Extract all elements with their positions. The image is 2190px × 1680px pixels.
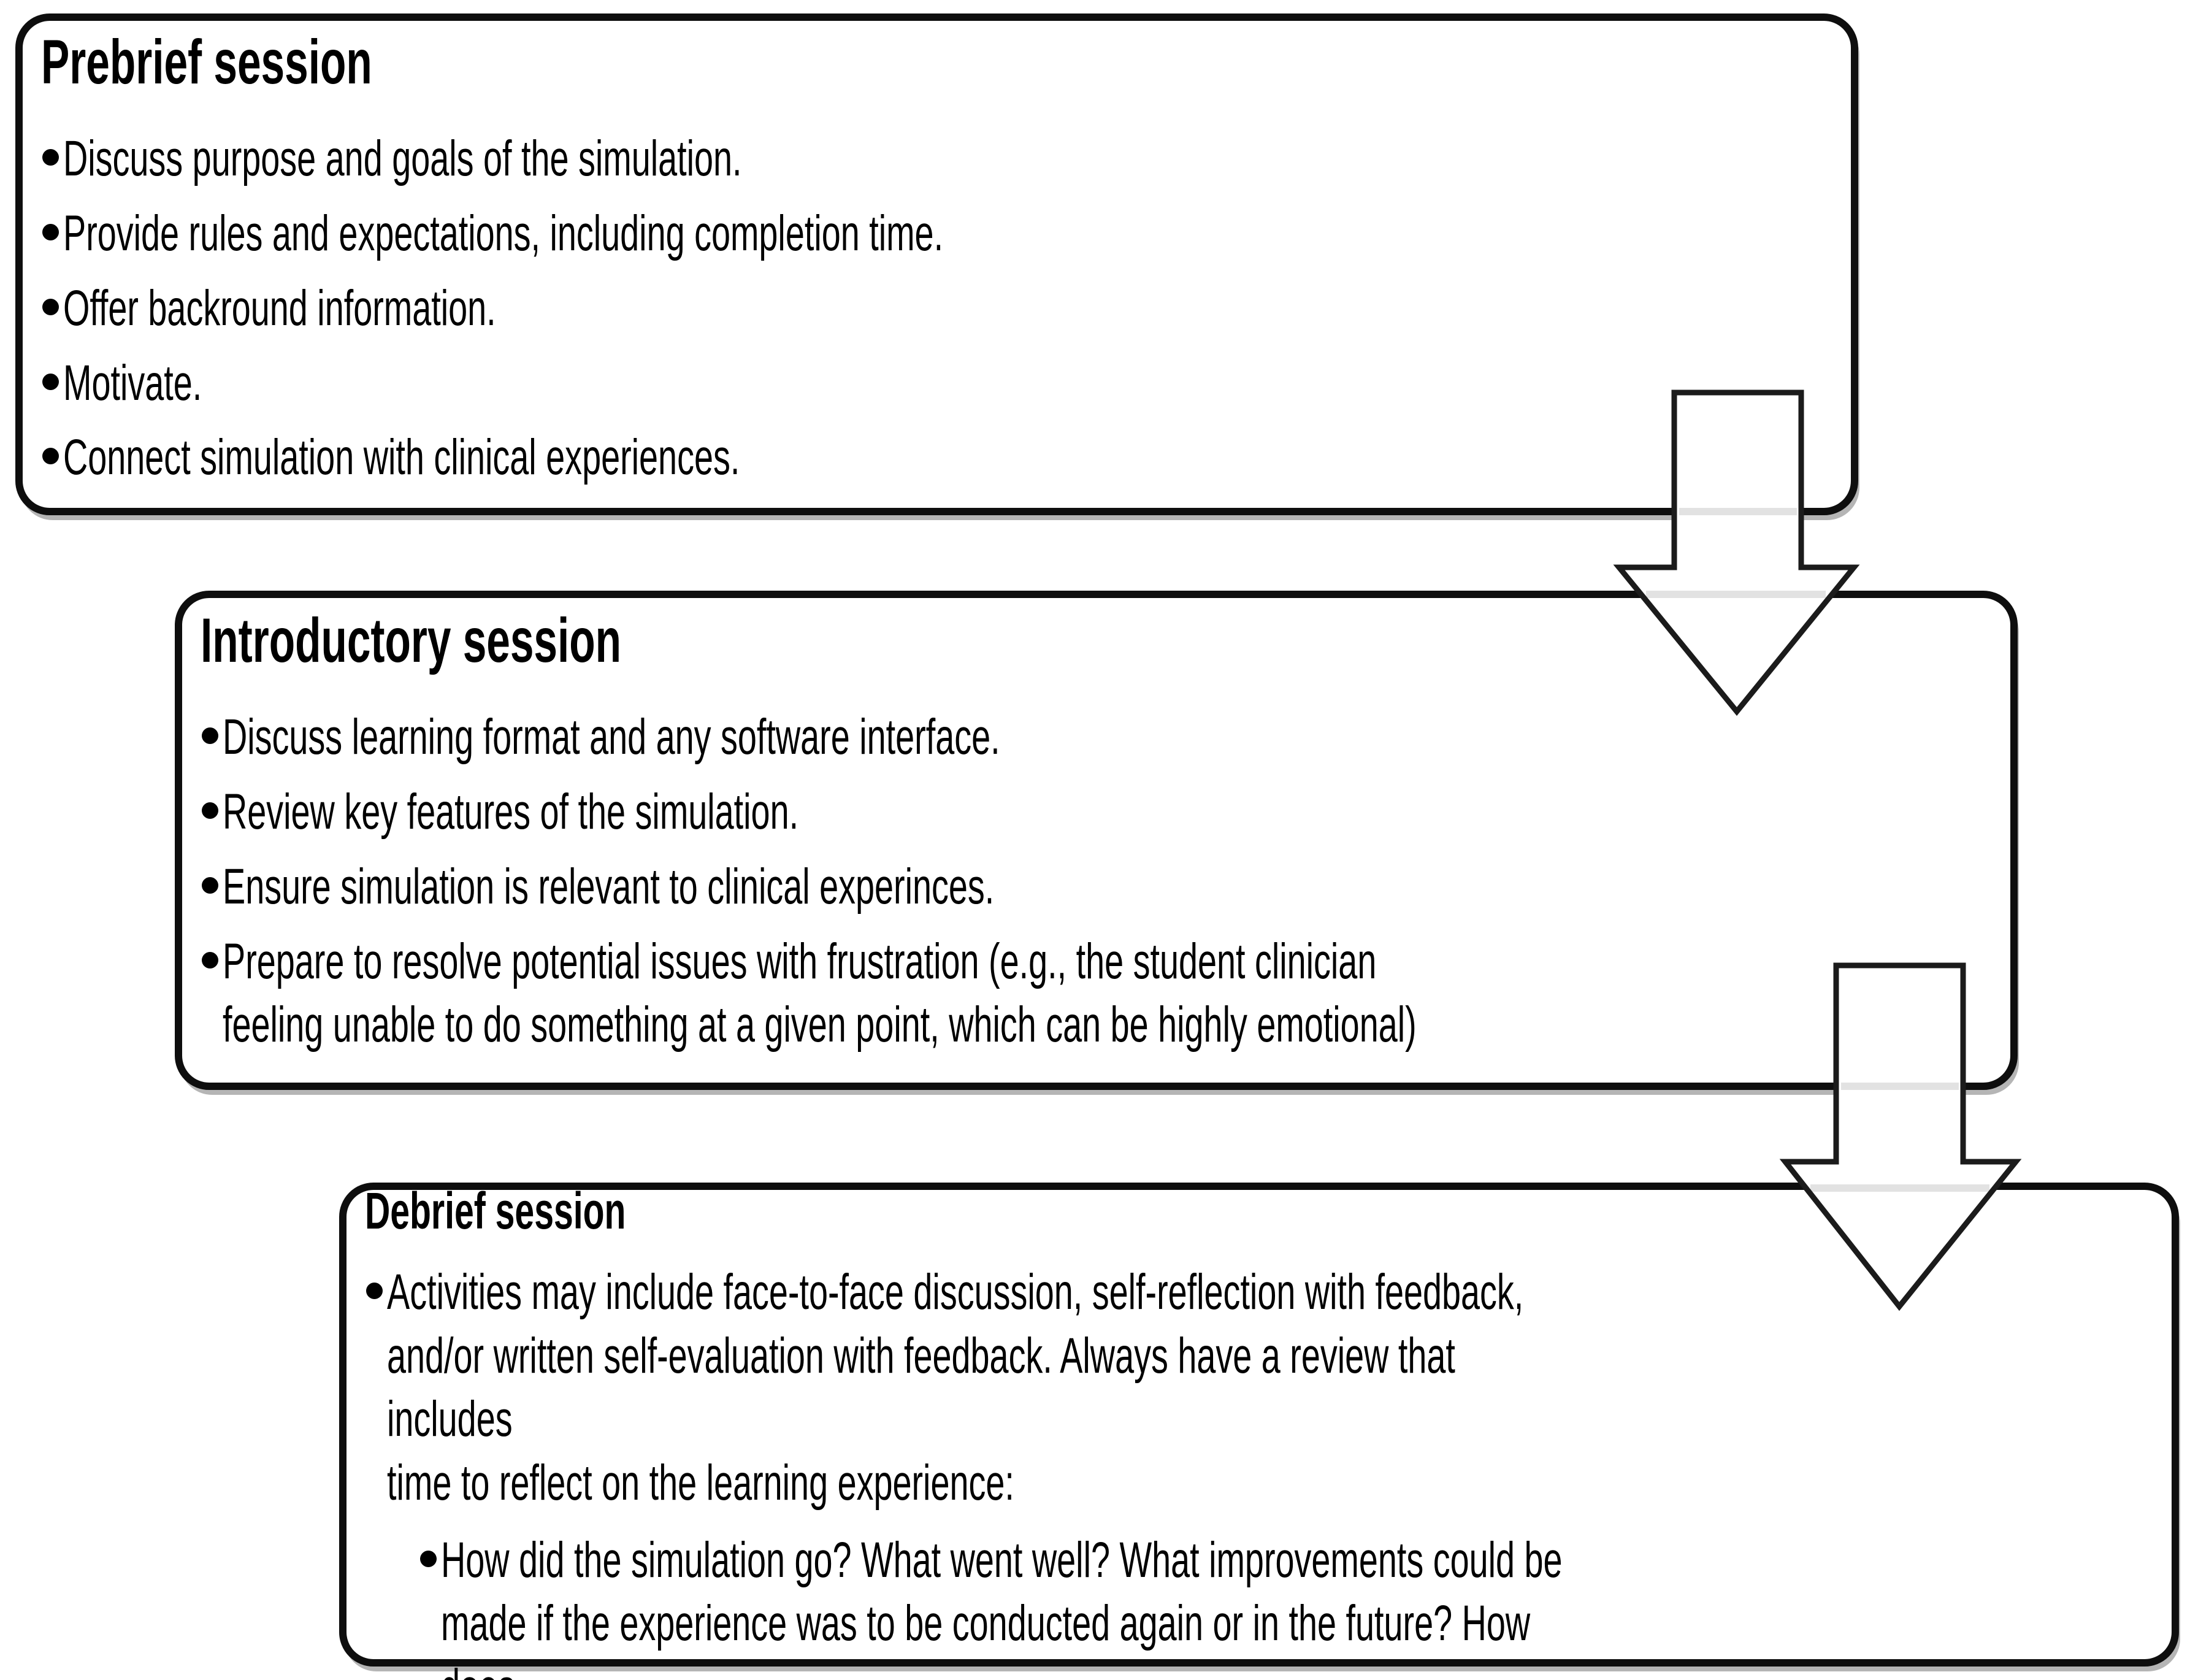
- bullet-item: Ensure simulation is relevant to clinica…: [201, 855, 1986, 919]
- bullet-text: Ensure simulation is relevant to clinica…: [223, 858, 995, 915]
- debrief-bullet-list: Activities may include face-to-face disc…: [365, 1260, 2147, 1680]
- bullet-item: Review key features of the simulation.: [201, 780, 1986, 844]
- bullet-text: Discuss purpose and goals of the simulat…: [63, 131, 742, 187]
- introductory-bullet-list: Discuss learning format and any software…: [201, 705, 1986, 1057]
- bullet-text: Discuss learning format and any software…: [223, 709, 1000, 765]
- bullet-item: Offer backround information.: [41, 277, 1826, 340]
- debrief-box: Debrief session Activities may include f…: [339, 1180, 2179, 1680]
- bullet-item: Discuss purpose and goals of the simulat…: [41, 127, 1826, 191]
- bullet-icon: [42, 373, 59, 390]
- bullet-text: Provide rules and expectations, includin…: [63, 205, 944, 262]
- sub-bullet-item: How did the simulation go? What went wel…: [419, 1528, 2147, 1680]
- prebrief-box: Prebrief session Discuss purpose and goa…: [15, 13, 1858, 515]
- prebrief-title: Prebrief session: [41, 25, 1826, 99]
- bullet-icon: [202, 951, 218, 968]
- bullet-item: Prepare to resolve potential issues with…: [201, 930, 1986, 1057]
- bullet-text: Offer backround information.: [63, 280, 496, 336]
- bullet-icon: [42, 448, 59, 465]
- debrief-title: Debrief session: [365, 1180, 2147, 1242]
- debrief-title-text: Debrief session: [365, 1182, 626, 1240]
- bullet-icon: [202, 876, 218, 894]
- bullet-icon: [42, 298, 59, 315]
- prebrief-bullet-list: Discuss purpose and goals of the simulat…: [41, 127, 1826, 489]
- bullet-icon: [202, 727, 218, 745]
- bullet-icon: [42, 224, 59, 241]
- bullet-item: Activities may include face-to-face disc…: [365, 1260, 2147, 1680]
- bullet-text: Review key features of the simulation.: [223, 784, 799, 840]
- bullet-item: Discuss learning format and any software…: [201, 705, 1986, 769]
- introductory-box: Introductory session Discuss learning fo…: [175, 591, 2018, 1090]
- sub-bullet-text: How did the simulation go? What went wel…: [441, 1532, 1563, 1680]
- bullet-text: Connect simulation with clinical experie…: [63, 429, 740, 486]
- prebrief-title-text: Prebrief session: [41, 27, 372, 97]
- debrief-sub-bullet-list: How did the simulation go? What went wel…: [419, 1528, 2147, 1680]
- bullet-item: Connect simulation with clinical experie…: [41, 426, 1826, 489]
- bullet-text: Prepare to resolve potential issues with…: [223, 933, 1417, 1053]
- introductory-title-text: Introductory session: [201, 605, 622, 675]
- bullet-item: Motivate.: [41, 351, 1826, 415]
- bullet-text: Motivate.: [63, 355, 202, 411]
- bullet-icon: [42, 149, 59, 166]
- bullet-icon: [420, 1550, 437, 1567]
- bullet-icon: [202, 802, 218, 819]
- bullet-text: Activities may include face-to-face disc…: [387, 1264, 1524, 1511]
- introductory-title: Introductory session: [201, 603, 1986, 678]
- bullet-icon: [366, 1282, 383, 1299]
- bullet-item: Provide rules and expectations, includin…: [41, 202, 1826, 266]
